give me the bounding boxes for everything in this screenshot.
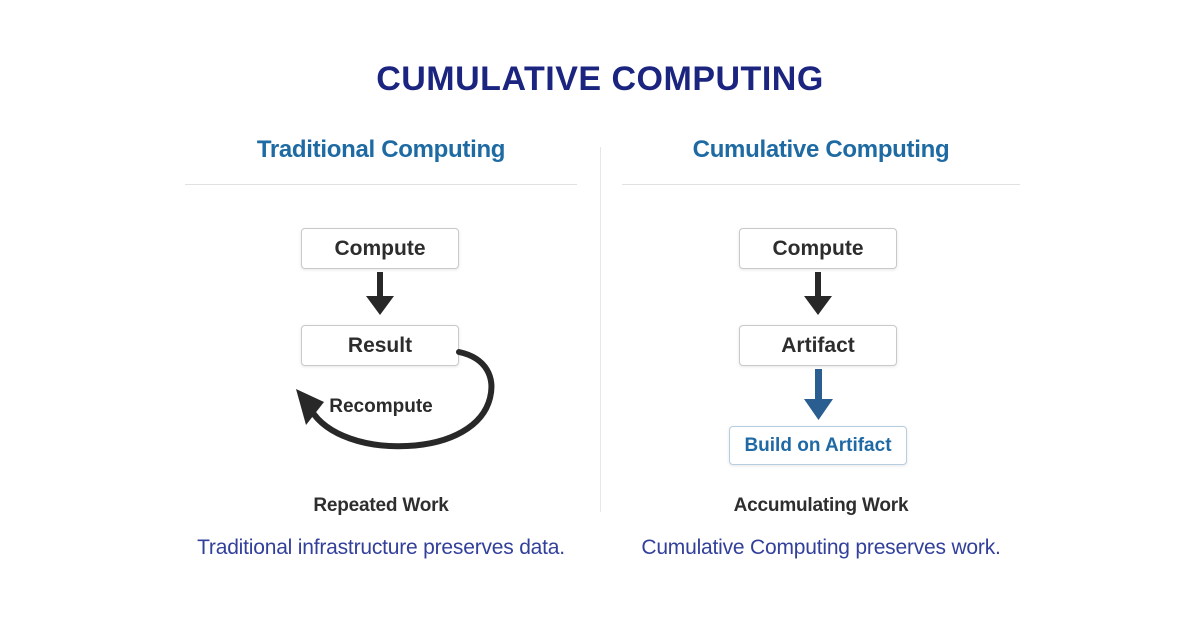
- down-arrow-blue-icon: [804, 369, 833, 420]
- column-divider-line: [600, 147, 601, 512]
- build-on-artifact-box: Build on Artifact: [729, 426, 907, 465]
- left-compute-box: Compute: [301, 228, 459, 269]
- loop-arrow-icon: [296, 349, 495, 450]
- right-artifact-box: Artifact: [739, 325, 897, 366]
- left-header-underline: [185, 184, 577, 185]
- down-arrow-icon: [804, 272, 832, 315]
- left-column-header: Traditional Computing: [256, 136, 506, 163]
- right-column-header: Cumulative Computing: [692, 136, 950, 163]
- right-summary-label: Accumulating Work: [733, 495, 909, 516]
- left-caption: Traditional infrastructure preserves dat…: [197, 536, 565, 559]
- right-header-underline: [622, 184, 1020, 185]
- left-result-box: Result: [301, 325, 459, 366]
- right-caption: Cumulative Computing preserves work.: [641, 536, 1001, 559]
- left-summary-label: Repeated Work: [313, 495, 449, 516]
- right-compute-box: Compute: [739, 228, 897, 269]
- page-title: CUMULATIVE COMPUTING: [376, 60, 824, 98]
- recompute-label: Recompute: [329, 396, 433, 417]
- down-arrow-icon: [366, 272, 394, 315]
